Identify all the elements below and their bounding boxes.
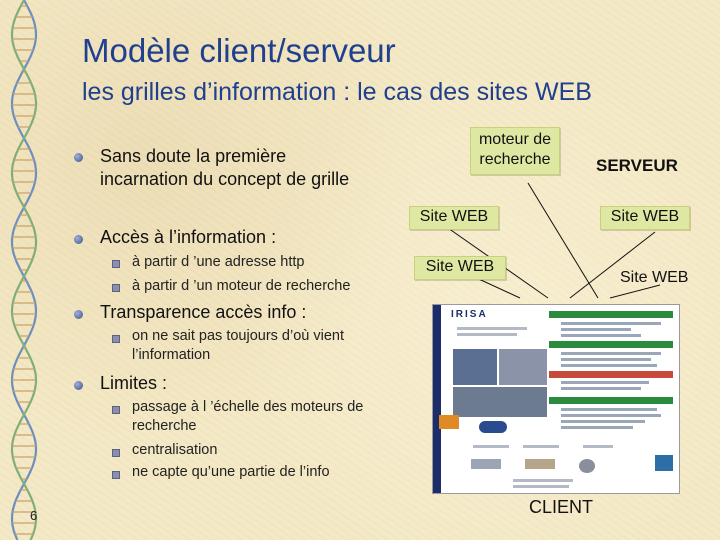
webpage-text-line — [561, 352, 661, 355]
dna-decoration — [10, 0, 38, 540]
bullet-dot — [74, 381, 83, 390]
bullet-3-sub-1-line-2: l’information — [132, 347, 211, 363]
bullet-dot — [74, 310, 83, 319]
webpage-logo — [471, 459, 501, 469]
webpage-nav-bar — [549, 371, 673, 378]
webpage-nav-bar — [549, 311, 673, 318]
bullet-3-sub-1: on ne sait pas toujours d’où vient l’inf… — [132, 327, 344, 365]
bullet-1: Sans doute la première incarnation du co… — [100, 145, 349, 191]
webpage-logo — [655, 455, 673, 471]
bullet-4-sub-2: centralisation — [132, 442, 218, 458]
site-web-box-3: Site WEB — [414, 256, 506, 280]
webpage-badge — [479, 421, 507, 433]
site-web-box-1: Site WEB — [409, 206, 499, 230]
client-label: CLIENT — [529, 497, 594, 517]
bullet-dot — [74, 235, 83, 244]
webpage-text-line — [561, 420, 645, 423]
slide-title: Modèle client/serveur — [82, 32, 396, 69]
server-label: SERVEUR — [596, 156, 678, 175]
webpage-sidebar — [433, 305, 441, 493]
connector-line — [527, 182, 599, 299]
webpage-logo — [579, 459, 595, 473]
webpage-text-line — [523, 445, 559, 448]
page-number: 6 — [30, 508, 38, 523]
sub-bullet-square — [112, 260, 120, 268]
webpage-text-line — [561, 408, 657, 411]
webpage-text-line — [561, 426, 633, 429]
bullet-3-sub-1-line-1: on ne sait pas toujours d’où vient — [132, 328, 344, 344]
webpage-text-line — [561, 364, 657, 367]
search-engine-line-1: moteur de — [478, 131, 552, 148]
webpage-text-line — [561, 328, 631, 331]
bullet-4-sub-1-line-1: passage à l ’échelle des moteurs de — [132, 399, 364, 415]
search-engine-box: moteur de recherche — [470, 127, 560, 175]
webpage-nav-bar — [549, 397, 673, 404]
webpage-text-line — [457, 333, 517, 336]
webpage-text-line — [561, 358, 651, 361]
bullet-2-sub-2: à partir d ’un moteur de recherche — [132, 278, 351, 294]
irisa-logo: IRISA — [451, 309, 488, 320]
sub-bullet-square — [112, 449, 120, 457]
webpage-text-line — [457, 327, 527, 330]
bullet-1-line-1: Sans doute la première — [100, 146, 287, 166]
search-engine-line-2: recherche — [479, 151, 551, 168]
site-web-box-2: Site WEB — [600, 206, 690, 230]
webpage-photo — [499, 349, 547, 385]
sub-bullet-square — [112, 406, 120, 414]
bullet-4-sub-1-line-2: recherche — [132, 418, 197, 434]
webpage-text-line — [561, 387, 641, 390]
bullet-2-sub-1: à partir d ’une adresse http — [132, 254, 305, 270]
bullet-1-line-2: incarnation du concept de grille — [100, 169, 350, 189]
bullet-4-sub-3: ne capte qu’une partie de l’info — [132, 464, 330, 480]
bullet-3: Transparence accès info : — [100, 302, 307, 322]
webpage-photo — [453, 387, 547, 417]
webpage-text-line — [561, 414, 661, 417]
sub-bullet-square — [112, 471, 120, 479]
bullet-2: Accès à l’information : — [100, 227, 277, 247]
webpage-text-line — [513, 485, 569, 488]
webpage-text-line — [583, 445, 613, 448]
webpage-nav-bar — [549, 341, 673, 348]
client-webpage-screenshot: IRISA — [432, 304, 680, 494]
bullet-4: Limites : — [100, 373, 168, 393]
webpage-logo — [525, 459, 555, 469]
webpage-text-line — [513, 479, 573, 482]
slide-subtitle: les grilles d’information : le cas des s… — [82, 78, 592, 106]
webpage-text-line — [561, 322, 661, 325]
bullet-4-sub-1: passage à l ’échelle des moteurs de rech… — [132, 398, 363, 436]
webpage-text-line — [561, 334, 641, 337]
site-web-label-4: Site WEB — [620, 269, 689, 286]
sub-bullet-square — [112, 284, 120, 292]
bullet-dot — [74, 153, 83, 162]
connector-line — [569, 231, 656, 299]
webpage-orange-tab — [439, 415, 459, 429]
webpage-photo — [453, 349, 497, 385]
sub-bullet-square — [112, 335, 120, 343]
webpage-text-line — [473, 445, 509, 448]
webpage-text-line — [561, 381, 649, 384]
